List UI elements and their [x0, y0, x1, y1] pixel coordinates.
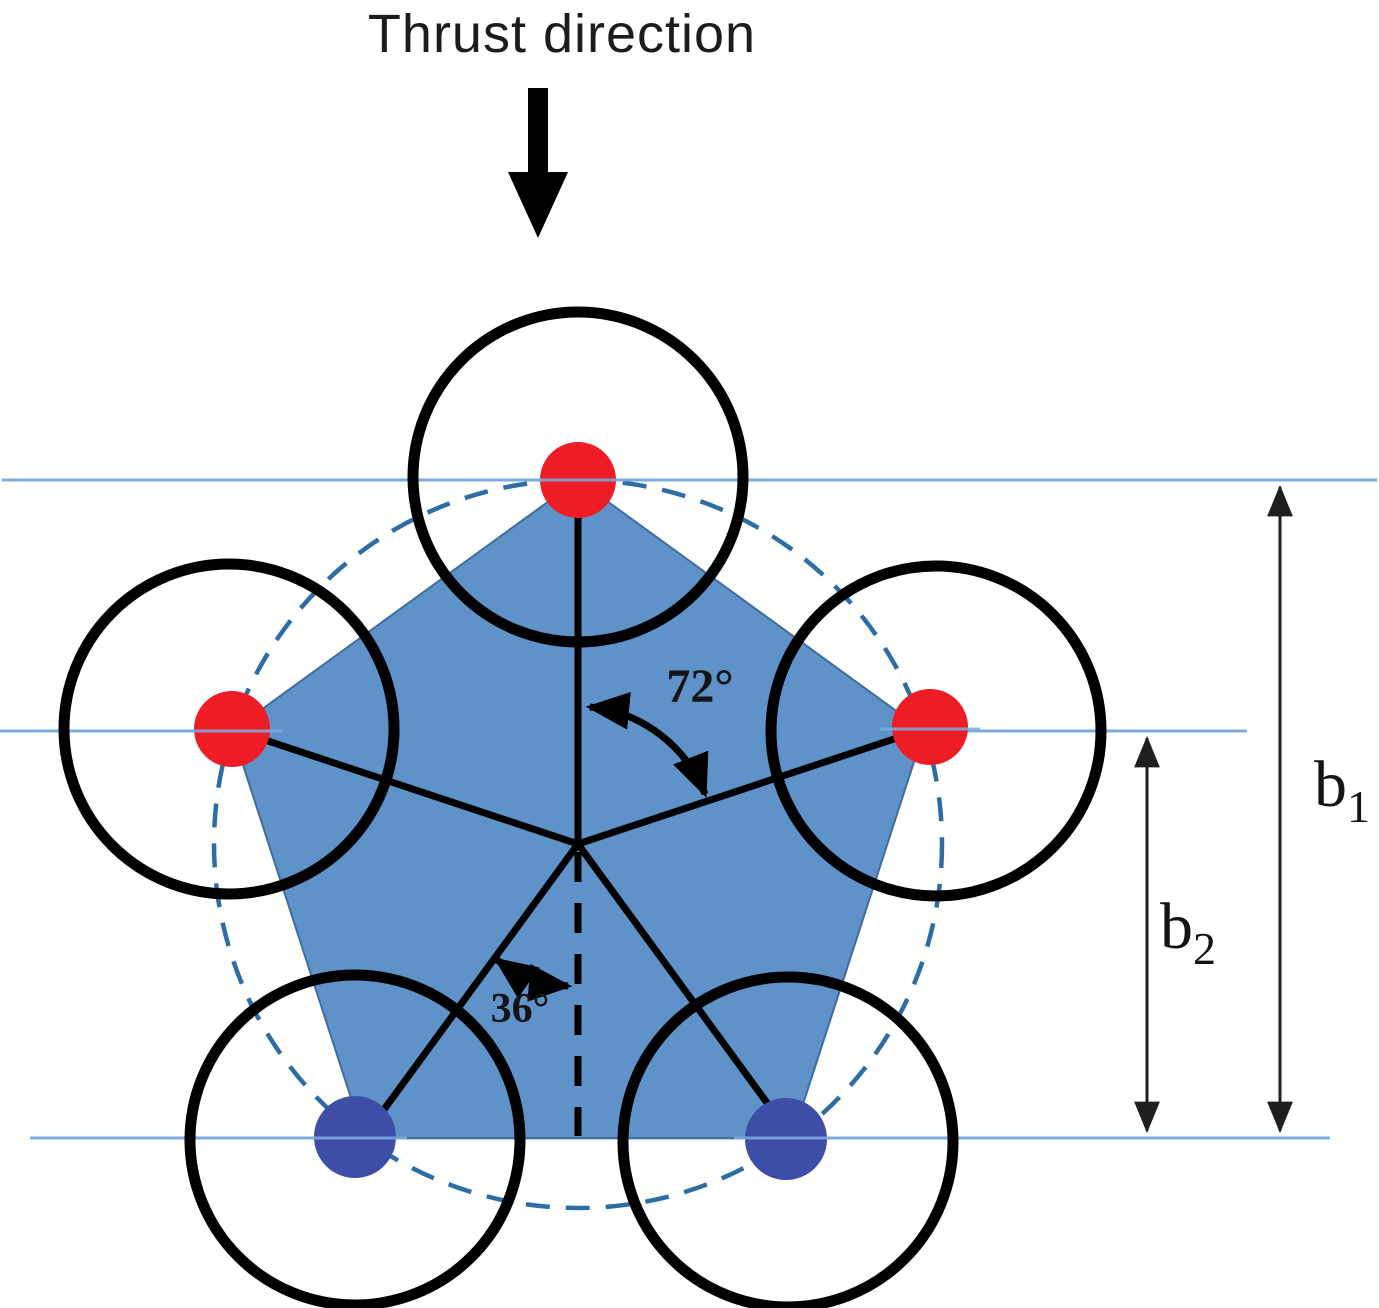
dimension-label-b1-base: b — [1314, 748, 1347, 821]
arm-right — [576, 725, 926, 848]
rotor-hub-left-red — [194, 691, 270, 767]
dimension-label-b2-base: b — [1160, 890, 1193, 963]
angle-arc-72 — [585, 692, 709, 798]
angle-label-72: 72° — [666, 660, 733, 713]
thrust-direction-title: Thrust direction — [368, 4, 756, 64]
thrust-direction-arrow-icon — [508, 88, 568, 238]
propeller-ring-left — [58, 558, 400, 900]
dimension-label-b1-sub: 1 — [1347, 781, 1370, 832]
rotor-hub-circumcircle — [211, 477, 945, 1211]
propeller-ring-right — [765, 560, 1107, 902]
rotor-hub-right-red — [892, 689, 968, 765]
propeller-ring-bottom-left — [184, 969, 526, 1308]
dimension-label-b1: b1 — [1314, 748, 1370, 832]
propeller-ring-bottom-right — [617, 971, 959, 1308]
arm-left — [230, 725, 580, 848]
arm-bottom-left — [361, 841, 581, 1140]
arm-bottom-right — [575, 841, 795, 1140]
dimension-label-b2-sub: 2 — [1193, 923, 1216, 974]
angle-label-36: 36° — [491, 986, 550, 1032]
propeller-ring-top — [407, 306, 749, 648]
angle-arc-36 — [493, 957, 573, 1002]
dimension-label-b2: b2 — [1160, 890, 1216, 974]
